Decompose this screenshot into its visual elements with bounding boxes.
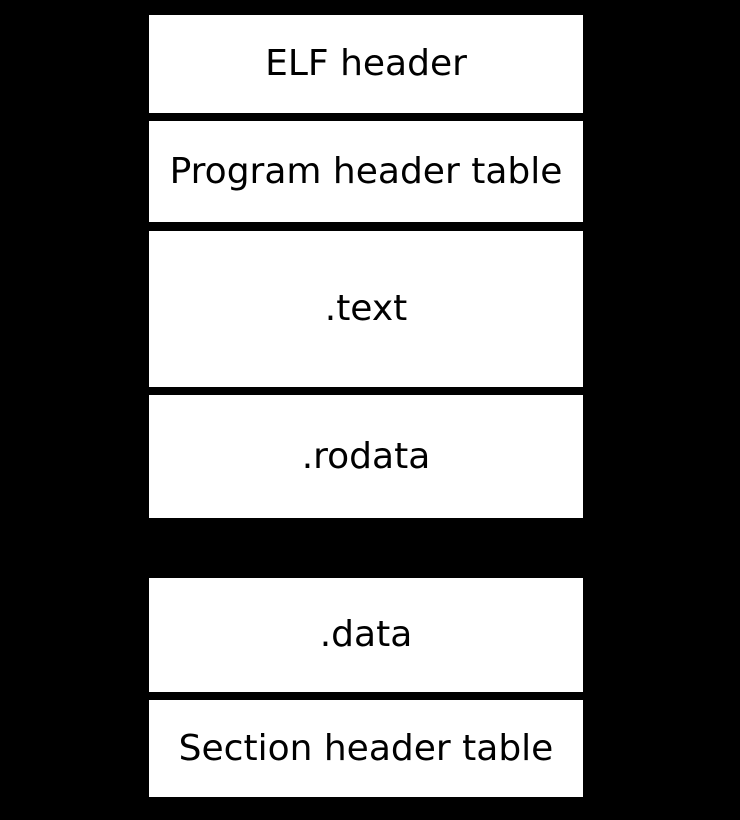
box-text-section-label: .text [324,288,408,329]
box-text-section: .text [149,231,583,387]
box-data-section-label: .data [319,614,413,655]
box-rodata-section: .rodata [149,395,583,518]
box-elf-header-label: ELF header [265,43,467,84]
box-elf-header: ELF header [149,15,583,113]
box-program-header-table: Program header table [149,121,583,222]
box-data-section: .data [149,578,583,692]
box-section-header-table-label: Section header table [178,727,554,769]
box-program-header-table-label: Program header table [169,150,563,192]
box-section-header-table: Section header table [149,700,583,797]
box-rodata-section-label: .rodata [301,435,431,477]
